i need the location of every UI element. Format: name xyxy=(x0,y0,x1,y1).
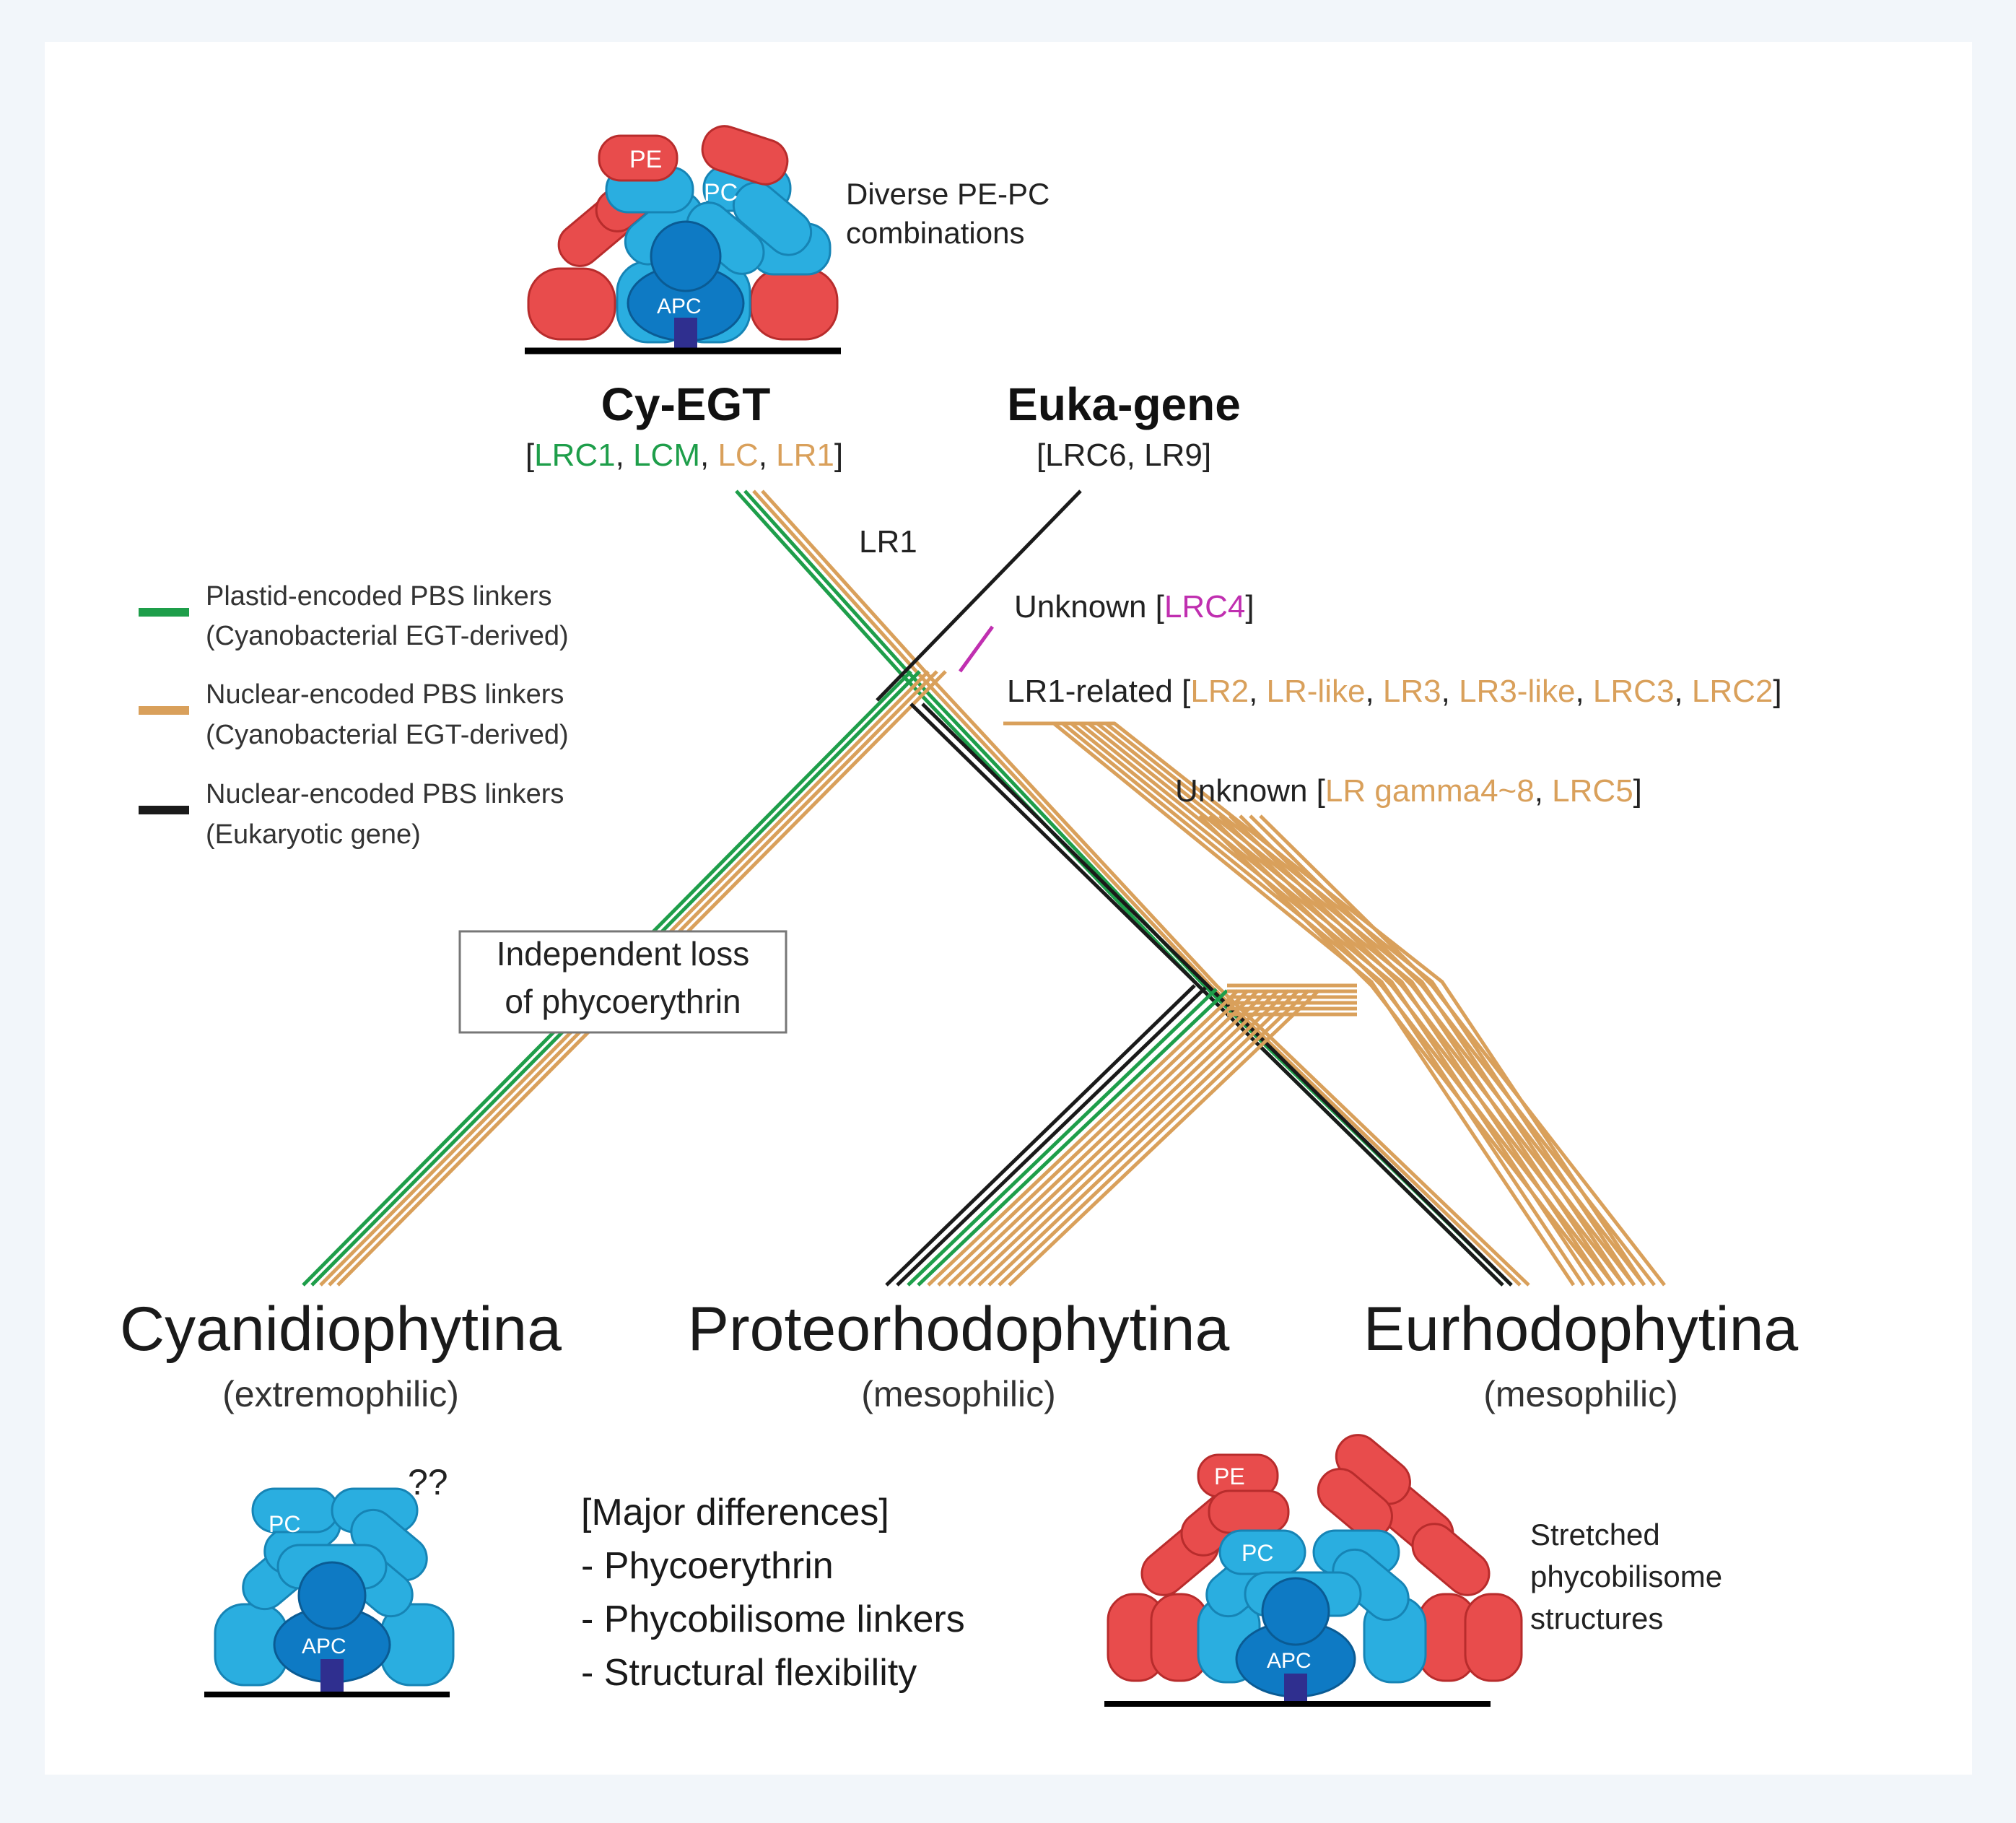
br-caption-line3: structures xyxy=(1530,1601,1663,1635)
taxon-eurhodophytina-habitat: (mesophilic) xyxy=(1483,1374,1678,1414)
top-phycobilisome: PE PC APC xyxy=(525,125,841,354)
figure-panel xyxy=(45,42,1972,1775)
lineage-line xyxy=(761,490,1530,1287)
br-apc-label: APC xyxy=(1267,1649,1312,1673)
euka-gene-title: Euka-gene xyxy=(1007,378,1241,430)
lineage-line xyxy=(958,625,995,673)
difference-item-2: - Phycobilisome linkers xyxy=(581,1598,965,1640)
lineage-line xyxy=(947,989,1260,1287)
lineage-line xyxy=(1229,814,1636,1287)
lineage-line xyxy=(921,702,1513,1287)
top-pe-label: PE xyxy=(629,146,662,173)
lineage-line xyxy=(967,989,1280,1287)
taxon-eurhodophytina: Eurhodophytina xyxy=(1363,1295,1799,1364)
taxon-proteorhodophytina: Proteorhodophytina xyxy=(688,1295,1230,1364)
cy-egt-title: Cy-EGT xyxy=(601,378,771,430)
cy-egt-genes: [LRC1, LCM, LC, LR1] xyxy=(525,438,843,473)
gene-lrc1: LRC1 xyxy=(534,438,616,473)
lineage-line xyxy=(927,989,1239,1287)
question-marks: ?? xyxy=(408,1462,448,1502)
lineage-line xyxy=(907,988,1218,1287)
legend-nuclear-egt-line1: Nuclear-encoded PBS linkers xyxy=(206,679,564,710)
difference-item-1: - Phycoerythrin xyxy=(581,1545,834,1587)
bottom-left-phycobilisome: PC APC xyxy=(204,1487,455,1697)
gene-lr1: LR1 xyxy=(776,438,834,473)
lineage-line xyxy=(977,989,1290,1287)
lr1-annotation: LR1 xyxy=(859,524,917,560)
lineage-line xyxy=(1218,814,1626,1287)
bl-pc-label: PC xyxy=(269,1511,300,1537)
lineage-line xyxy=(1259,814,1666,1287)
lineage-line xyxy=(1198,814,1605,1287)
taxon-cyanidiophytina: Cyanidiophytina xyxy=(120,1295,562,1364)
top-apc-label: APC xyxy=(657,295,702,318)
difference-item-3: - Structural flexibility xyxy=(581,1652,917,1694)
lineage-line xyxy=(1239,814,1646,1287)
lineage-line xyxy=(885,984,1196,1287)
br-pe-label: PE xyxy=(1214,1463,1245,1489)
gene-lc: LC xyxy=(717,438,758,473)
taxon-proteorhodophytina-habitat: (mesophilic) xyxy=(861,1374,1056,1414)
top-caption-line1: Diverse PE-PC xyxy=(846,177,1050,211)
gene-lcm: LCM xyxy=(633,438,700,473)
lineage-line xyxy=(1249,814,1656,1287)
lineage-line xyxy=(937,989,1249,1287)
taxon-cyanidiophytina-habitat: (extremophilic) xyxy=(222,1374,459,1414)
br-caption-line2: phycobilisome xyxy=(1530,1559,1722,1593)
lineage-line xyxy=(957,989,1270,1287)
lineage-line xyxy=(752,490,1522,1287)
lineage-line xyxy=(896,986,1207,1287)
lineage-line xyxy=(917,989,1229,1287)
legend-plastid-line1: Plastid-encoded PBS linkers xyxy=(206,581,551,612)
br-caption-line1: Stretched xyxy=(1530,1518,1660,1552)
legend-plastid-line2: (Cyanobacterial EGT-derived) xyxy=(206,621,569,651)
lineage-line xyxy=(998,989,1310,1287)
gene-lrc4: LRC4 xyxy=(1164,589,1246,625)
lineage-line xyxy=(909,702,1504,1287)
legend-eukaryotic-line1: Nuclear-encoded PBS linkers xyxy=(206,779,564,809)
loss-box-line2: of phycoerythrin xyxy=(505,983,741,1020)
legend-nuclear-egt-line2: (Cyanobacterial EGT-derived) xyxy=(206,720,569,750)
bl-apc-label: APC xyxy=(302,1635,346,1658)
br-pc-label: PC xyxy=(1242,1540,1273,1566)
loss-box-line1: Independent loss xyxy=(497,935,749,973)
lineage-line xyxy=(876,490,1082,702)
bottom-right-phycobilisome: PE PC APC xyxy=(1104,1434,1523,1707)
loss-box xyxy=(458,930,787,1034)
top-caption-line2: combinations xyxy=(846,216,1024,250)
top-pc-label: PC xyxy=(704,179,738,206)
lineage-line xyxy=(987,989,1300,1287)
lr1-related-annotation: LR1-related [LR2, LR-like, LR3, LR3-like… xyxy=(1007,674,1782,709)
unknown-lrc4-annotation: Unknown [LRC4] xyxy=(1014,589,1254,625)
legend-eukaryotic-line2: (Eukaryotic gene) xyxy=(206,819,421,850)
unknown-gamma-annotation: Unknown [LR gamma4~8, LRC5] xyxy=(1175,773,1642,809)
differences-title: [Major differences] xyxy=(581,1492,889,1533)
legend: Plastid-encoded PBS linkers (Cyanobacter… xyxy=(139,581,569,850)
euka-gene-genes: [LRC6, LR9] xyxy=(1037,438,1211,473)
lineage-line xyxy=(1208,814,1615,1287)
lineage-line xyxy=(1008,989,1320,1287)
